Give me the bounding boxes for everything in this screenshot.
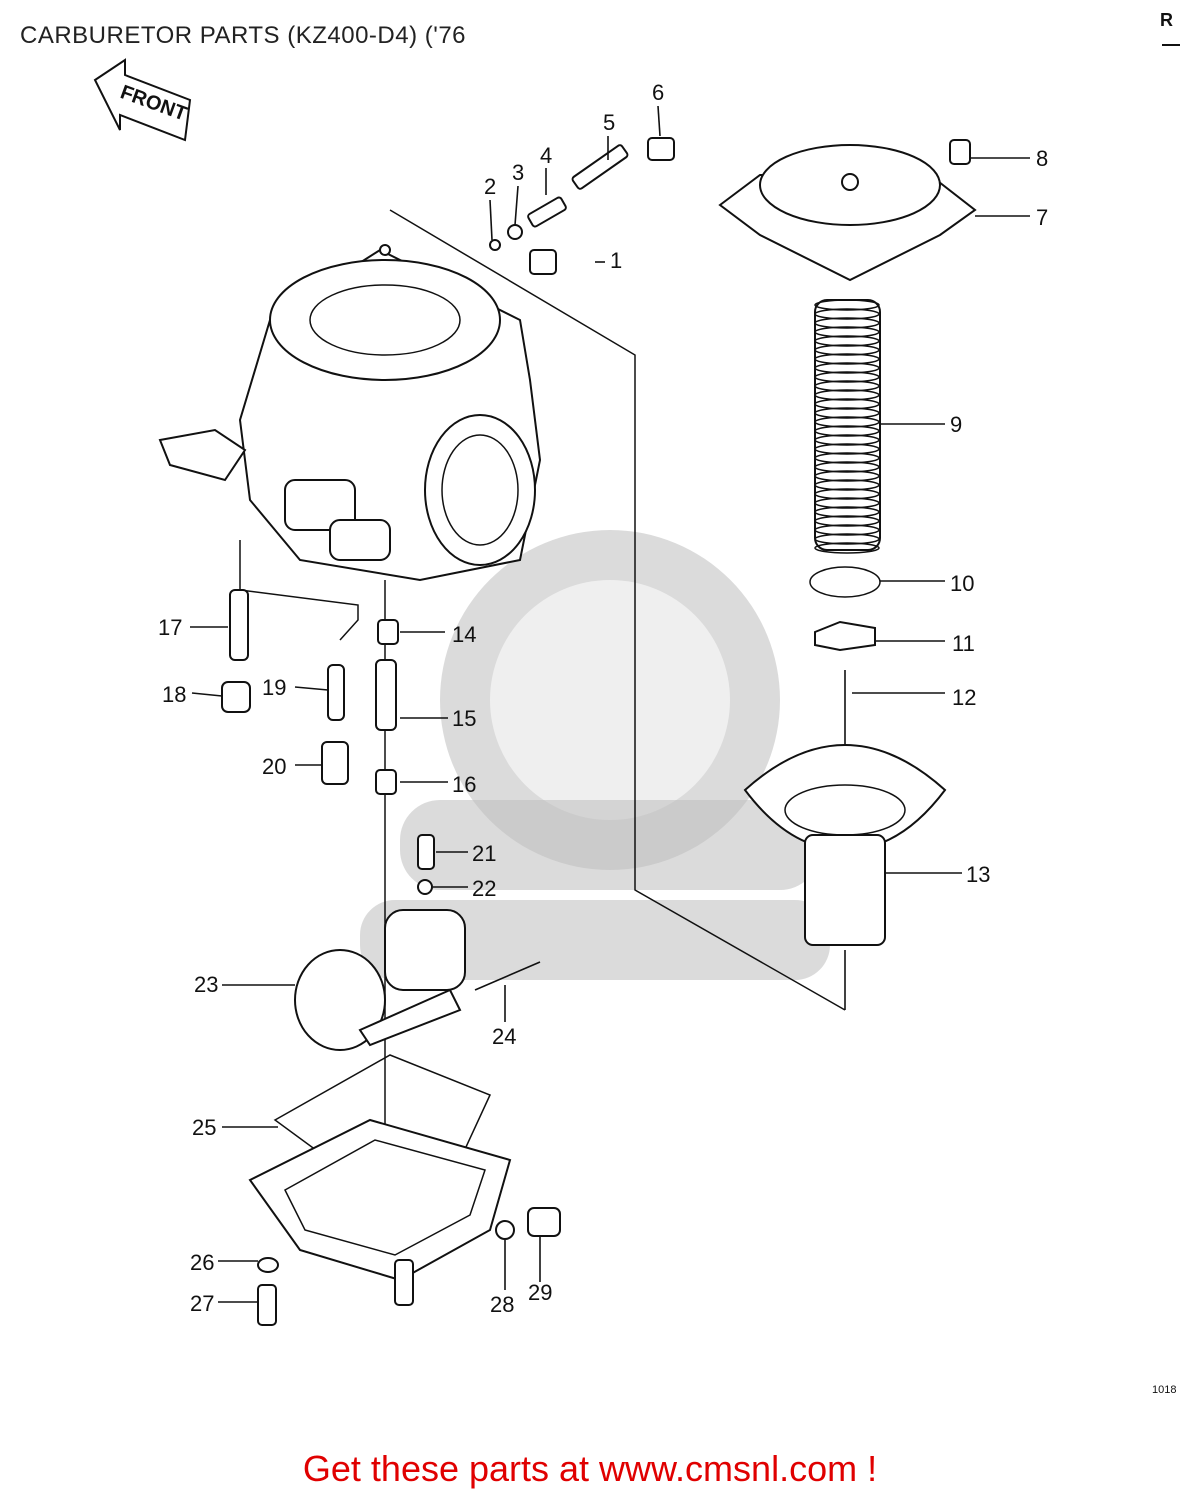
callout-22: 22 xyxy=(472,876,496,901)
pilot-screw-group xyxy=(489,137,675,275)
page-title: CARBURETOR PARTS (KZ400-D4) ('76 xyxy=(20,22,467,49)
footer-cta[interactable]: Get these parts at www.cmsnl.com ! xyxy=(302,1448,878,1489)
callout-1: 1 xyxy=(610,248,622,273)
callout-29: 29 xyxy=(528,1280,552,1305)
corner-dash xyxy=(1162,44,1180,46)
callout-13: 13 xyxy=(966,862,990,887)
callout-26: 26 xyxy=(190,1250,214,1275)
callout-19: 19 xyxy=(262,675,286,700)
callout-9: 9 xyxy=(950,412,962,437)
callout-4: 4 xyxy=(540,143,552,168)
bowl-screws xyxy=(257,1207,561,1326)
float-bowl xyxy=(248,1118,512,1306)
needle-holder-11 xyxy=(814,620,876,652)
jet-parts xyxy=(221,589,435,895)
carburetor-body xyxy=(158,244,542,582)
callout-16: 16 xyxy=(452,772,476,797)
retainer-ring-10 xyxy=(809,566,881,598)
callout-17: 17 xyxy=(158,615,182,640)
callout-14: 14 xyxy=(452,622,476,647)
callout-21: 21 xyxy=(472,841,496,866)
front-arrow: FRONT xyxy=(93,58,192,142)
callout-18: 18 xyxy=(162,682,186,707)
callout-3: 3 xyxy=(512,160,524,185)
callout-7: 7 xyxy=(1036,205,1048,230)
callout-12: 12 xyxy=(952,685,976,710)
callout-2: 2 xyxy=(484,174,496,199)
callout-15: 15 xyxy=(452,706,476,731)
callout-8: 8 xyxy=(1036,146,1048,171)
callout-5: 5 xyxy=(603,110,615,135)
float-assembly xyxy=(294,909,541,1051)
callout-23: 23 xyxy=(194,972,218,997)
diaphragm-cover xyxy=(718,144,977,282)
corner-mark: R xyxy=(1160,10,1173,30)
callout-11: 11 xyxy=(952,631,975,656)
screw-8 xyxy=(949,139,971,165)
callout-10: 10 xyxy=(950,571,974,596)
callout-24: 24 xyxy=(492,1024,516,1049)
vacuum-piston-13 xyxy=(743,744,947,946)
callout-25: 25 xyxy=(192,1115,216,1140)
cmsnl-watermark xyxy=(360,530,830,980)
spring-9 xyxy=(814,299,881,554)
callout-20: 20 xyxy=(262,754,286,779)
document-code: 1018 xyxy=(1152,1384,1177,1396)
callout-28: 28 xyxy=(490,1292,514,1317)
callout-6: 6 xyxy=(652,80,664,105)
callout-27: 27 xyxy=(190,1291,214,1316)
callout-leaders xyxy=(190,105,1030,1303)
alignment-lines xyxy=(239,209,846,1180)
